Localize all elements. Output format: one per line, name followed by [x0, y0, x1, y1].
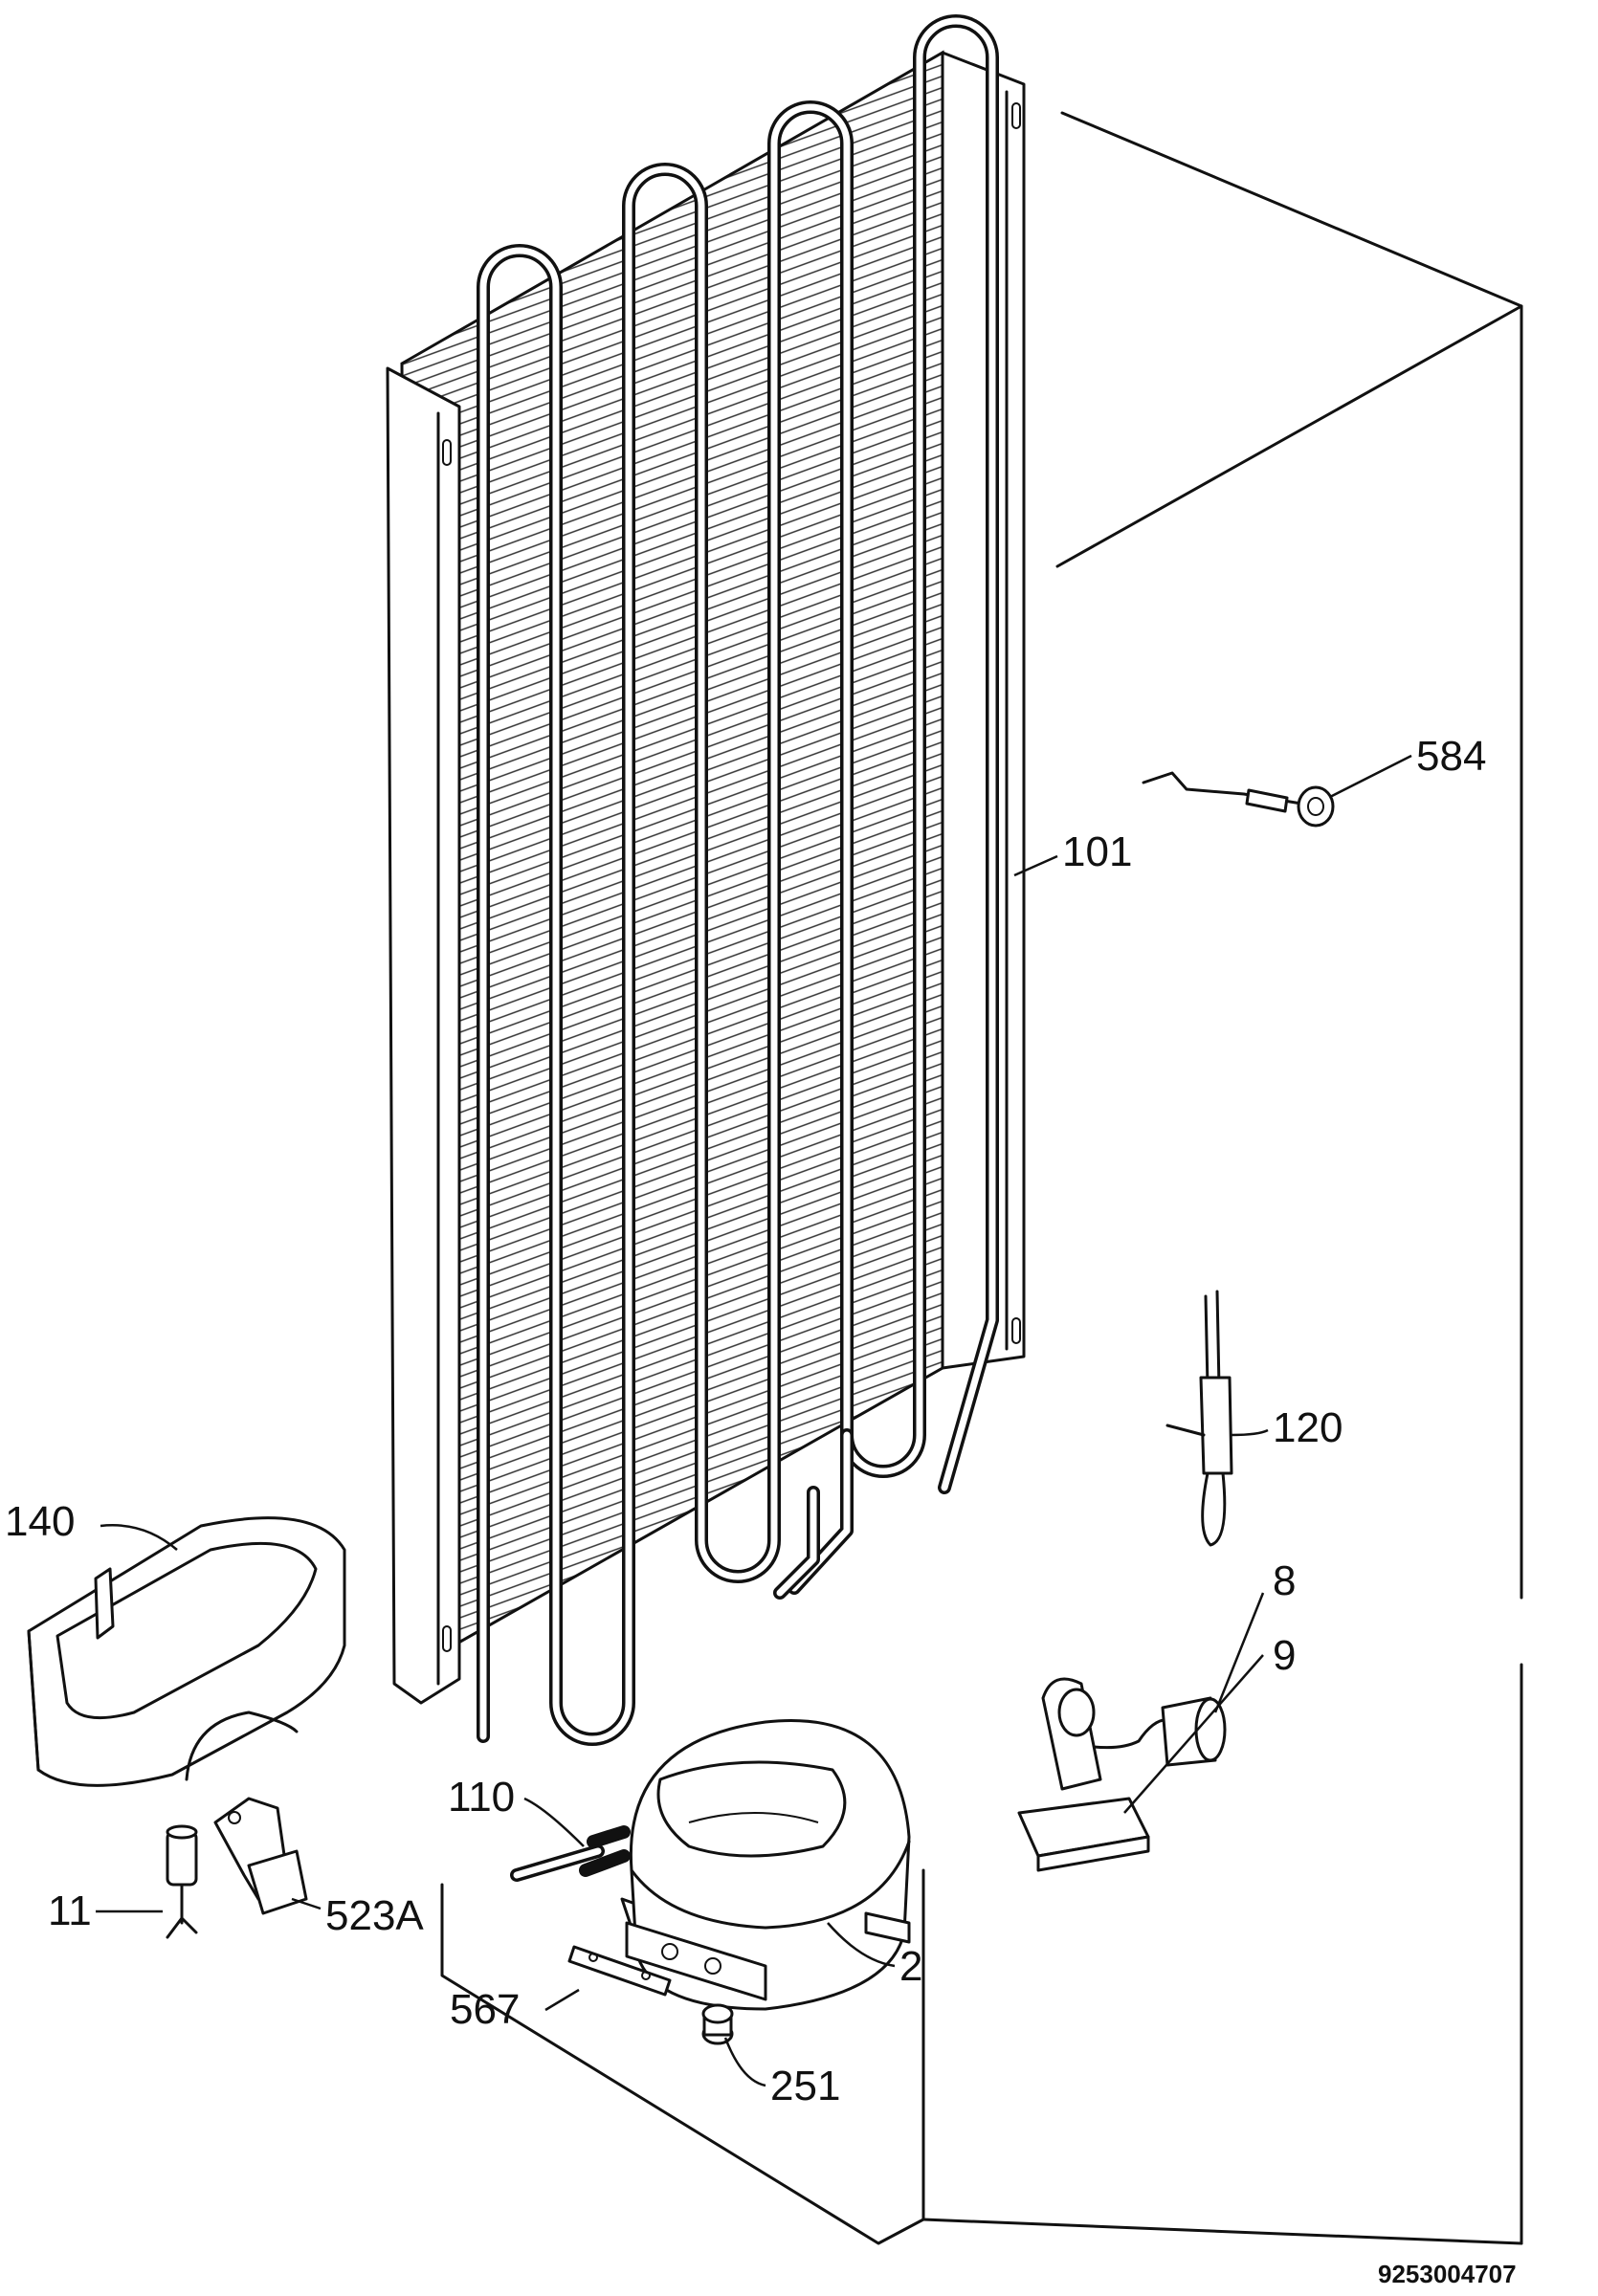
- label-584: 584: [1416, 733, 1486, 780]
- mounting-bracket: [1017, 1677, 1150, 1872]
- condenser: [386, 14, 1026, 1746]
- mounting-plate: [567, 1945, 672, 1997]
- label-567: 567: [450, 1986, 520, 2033]
- start-relay: [166, 1824, 198, 1939]
- label-2: 2: [899, 1943, 922, 1990]
- callout-labels: 584 101 120 140 8 9 110 11 523A 2 567 25…: [5, 733, 1486, 2109]
- compressor: [579, 1719, 911, 2011]
- drain-tray: [27, 1516, 346, 1787]
- label-110: 110: [448, 1774, 515, 1821]
- rubber-grommet: [701, 2003, 734, 2045]
- label-251: 251: [770, 2063, 840, 2109]
- temperature-sensor: [1165, 1290, 1233, 1547]
- lamp-holder: [1084, 1696, 1227, 1767]
- cable-grommet: [1142, 771, 1335, 828]
- label-101: 101: [1062, 828, 1132, 875]
- cabinet-outline: [440, 111, 1523, 2245]
- label-523a: 523A: [325, 1892, 424, 1939]
- label-11: 11: [48, 1888, 92, 1934]
- pipe-110: [510, 1844, 605, 1882]
- label-140: 140: [5, 1498, 75, 1545]
- label-9: 9: [1273, 1632, 1296, 1679]
- label-120: 120: [1273, 1404, 1343, 1451]
- clamp-523a: [213, 1797, 308, 1915]
- label-8: 8: [1273, 1557, 1296, 1604]
- drawing-number: 9253004707: [1378, 2260, 1517, 2288]
- leader-lines: [96, 754, 1412, 2087]
